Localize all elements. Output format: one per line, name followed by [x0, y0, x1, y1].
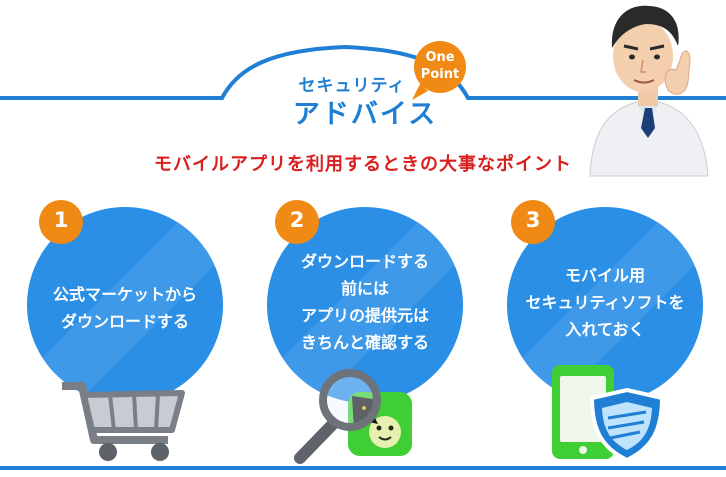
doctor-illustration: [589, 5, 709, 177]
step-2-line-1: ダウンロードする: [300, 252, 429, 271]
step-2-number: 2: [289, 208, 305, 232]
step-3-number-badge: [511, 200, 555, 244]
step-1-number-badge: [39, 200, 83, 244]
title-sub: セキュリティ: [298, 76, 406, 96]
step-2-text: ダウンロードする 前には アプリの提供元は きちんと確認する: [275, 248, 455, 356]
step-3-line-1: モバイル用: [564, 266, 645, 285]
shield-icon: [589, 387, 665, 463]
step-2-line-2: 前には: [340, 279, 389, 298]
step-1-line-2: ダウンロードする: [60, 312, 189, 331]
app-icon: [348, 392, 412, 456]
step-1-line-1: 公式マーケットから: [52, 285, 197, 304]
step-3-line-3: 入れておく: [565, 320, 645, 339]
badge-line-1: One: [425, 50, 455, 65]
step-2-line-4: きちんと確認する: [300, 333, 429, 352]
step-2-line-3: アプリの提供元は: [300, 306, 429, 325]
step-1-text: 公式マーケットから ダウンロードする: [35, 281, 215, 335]
shopping-cart-icon: [62, 382, 185, 461]
badge-line-2: Point: [420, 67, 460, 82]
bottom-line: [0, 466, 726, 470]
step-2-circle: [267, 207, 463, 403]
magnifier-icon: [294, 369, 381, 464]
step-3-text: モバイル用 セキュリティソフトを 入れておく: [515, 262, 695, 343]
one-point-badge: [412, 41, 466, 100]
step-3-number: 3: [525, 208, 541, 232]
step-2-number-badge: [275, 200, 319, 244]
step-1-circle: [27, 207, 223, 403]
step-3-circle: [507, 207, 703, 403]
subtitle: モバイルアプリを利用するときの大事なポイント: [154, 154, 572, 175]
step-3-line-2: セキュリティソフトを: [525, 293, 685, 312]
page-title: アドバイス: [292, 99, 438, 130]
step-1-number: 1: [53, 208, 69, 232]
